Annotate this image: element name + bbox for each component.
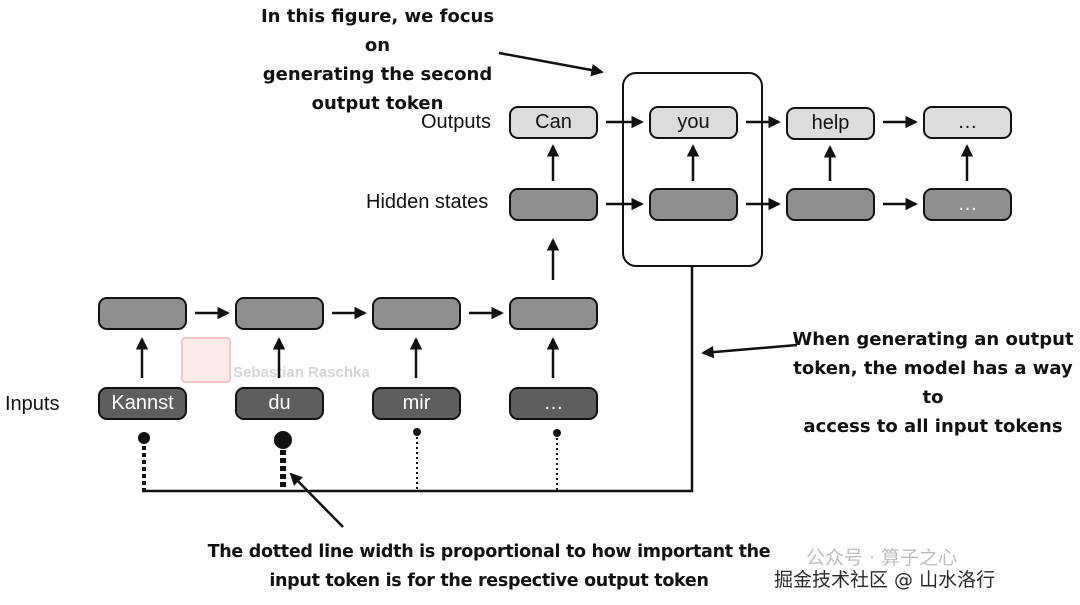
decoder-hidden-state-2: [649, 188, 738, 221]
focus-annotation-line2: generating the second: [262, 64, 493, 85]
focus-annotation: In this figure, we focus on generating t…: [250, 2, 505, 118]
decoder-hidden-state-3: [786, 188, 875, 221]
output-token-you: you: [649, 106, 738, 139]
attention-bus-line: [142, 267, 694, 493]
input-token-ellipsis: …: [509, 387, 598, 420]
output-token-can: Can: [509, 106, 598, 139]
input-token-kannst: Kannst: [98, 387, 187, 420]
encoder-hidden-state-1: [98, 297, 187, 330]
decoder-hidden-state-1: [509, 188, 598, 221]
input-token-mir: mir: [372, 387, 461, 420]
encoder-hidden-state-4: [509, 297, 598, 330]
access-annotation: When generating an output token, the mod…: [786, 325, 1080, 441]
inputs-label: Inputs: [5, 393, 60, 415]
focus-annotation-line1: In this figure, we focus on: [260, 6, 495, 56]
focus-annotation-line3: output token: [311, 93, 444, 114]
dotted-line-annotation: The dotted line width is proportional to…: [189, 538, 789, 596]
wechat-watermark: 公众号 · 算子之心: [806, 547, 958, 569]
pointer-dotted: [289, 472, 344, 528]
pointer-focus: [498, 51, 604, 77]
encoder-hidden-state-3: [372, 297, 461, 330]
pointer-access: [701, 343, 798, 359]
attention-dot-ellipsis: [553, 429, 561, 437]
author-watermark: Sebastian Raschka: [233, 364, 370, 381]
author-logo-icon: [181, 337, 231, 383]
access-annotation-line1: When generating an output: [792, 329, 1074, 350]
site-watermark: 掘金技术社区 @ 山水洛行: [774, 569, 996, 591]
output-token-help: help: [786, 107, 875, 140]
attention-dot-kannst: [138, 432, 150, 444]
input-token-du: du: [235, 387, 324, 420]
access-annotation-line3: access to all input tokens: [803, 416, 1063, 437]
encoder-hidden-state-2: [235, 297, 324, 330]
outputs-label: Outputs: [421, 111, 492, 133]
dotted-annotation-line2: input token is for the respective output…: [269, 571, 709, 591]
attention-dot-mir: [413, 428, 421, 436]
access-annotation-line2: token, the model has a way to: [793, 358, 1073, 408]
output-token-ellipsis: …: [923, 106, 1012, 139]
attention-dot-du: [274, 431, 292, 449]
focus-frame: [622, 72, 763, 267]
decoder-hidden-state-4: …: [923, 188, 1012, 221]
hidden-states-label: Hidden states: [366, 191, 489, 213]
dotted-annotation-line1: The dotted line width is proportional to…: [207, 542, 771, 562]
